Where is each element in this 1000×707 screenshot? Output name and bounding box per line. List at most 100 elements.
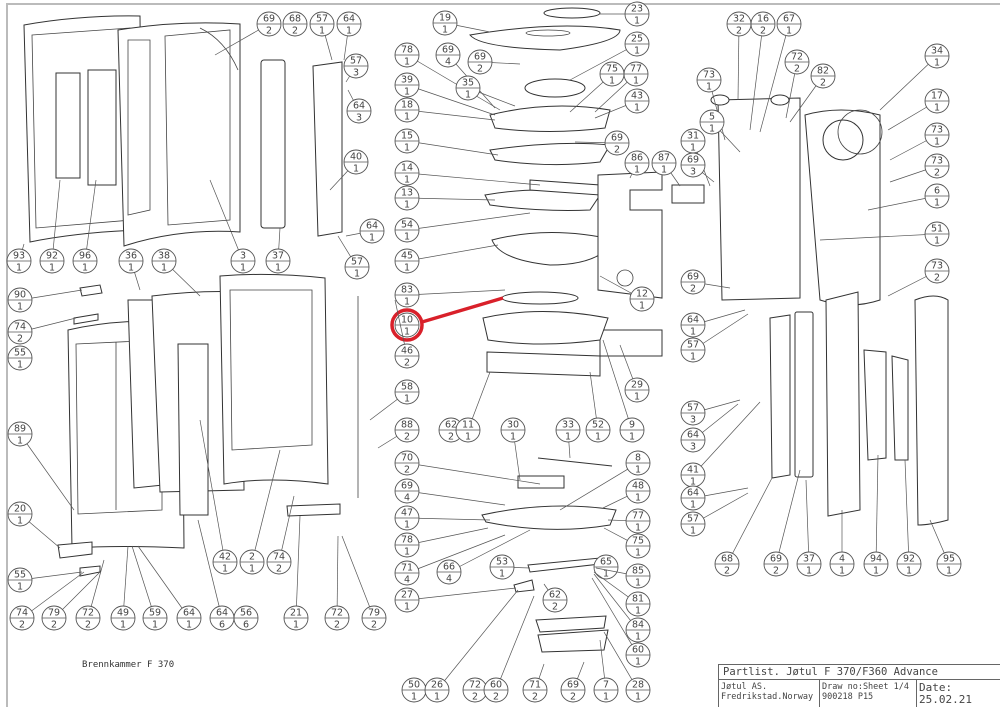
part-callout-65: 651 (593, 554, 619, 580)
ash-tray-11 (486, 351, 601, 377)
part-quantity: 1 (635, 578, 641, 589)
part-callout-17: 171 (924, 88, 950, 114)
part-callout-37: 371 (796, 551, 822, 577)
title-block-title: Partlist. Jøtul F 370/F360 Advance (719, 665, 1000, 680)
part-number: 47 (401, 508, 413, 519)
part-callout-9: 91 (619, 417, 645, 443)
part-callout-73: 732 (924, 153, 950, 179)
top-frame-18 (489, 105, 611, 132)
part-number: 39 (401, 75, 413, 86)
part-quantity: 1 (404, 200, 410, 211)
part-quantity: 1 (706, 82, 712, 93)
part-number: 12 (636, 289, 648, 300)
part-quantity: 1 (404, 232, 410, 243)
part-number: 69 (401, 481, 413, 492)
part-number: 57 (350, 56, 362, 67)
part-callout-15: 151 (394, 128, 420, 154)
part-number: 69 (474, 52, 486, 63)
part-quantity: 1 (635, 465, 641, 476)
part-callout-72: 722 (324, 605, 350, 631)
part-quantity: 1 (369, 233, 375, 244)
part-number: 87 (658, 153, 670, 164)
leader-line (436, 589, 519, 691)
part-callout-78: 781 (394, 532, 420, 558)
part-callout-28: 281 (625, 677, 651, 703)
part-callout-41: 411 (680, 462, 706, 488)
part-number: 57 (351, 257, 363, 268)
part-number: 73 (703, 70, 715, 81)
part-number: 92 (903, 554, 915, 565)
part-quantity: 2 (404, 358, 410, 369)
part-quantity: 2 (724, 566, 730, 577)
part-callout-26: 261 (424, 677, 450, 703)
part-number: 46 (401, 346, 413, 357)
plate-87 (671, 184, 705, 204)
part-number: 64 (687, 430, 699, 441)
part-quantity: 2 (934, 168, 940, 179)
leader-line (406, 587, 517, 601)
part-callout-79: 792 (41, 605, 67, 631)
part-quantity: 1 (595, 432, 601, 443)
part-number: 9 (629, 420, 635, 431)
part-quantity: 1 (690, 143, 696, 154)
part-number: 43 (631, 91, 643, 102)
part-quantity: 2 (493, 692, 499, 703)
leader-line (875, 454, 879, 565)
part-number: 41 (687, 465, 699, 476)
part-number: 64 (343, 14, 355, 25)
part-callout-12: 121 (629, 286, 655, 312)
part-callout-30: 301 (500, 417, 526, 443)
part-callout-45: 451 (394, 248, 420, 274)
part-number: 93 (13, 251, 25, 262)
part-callout-4: 41 (829, 551, 855, 577)
part-callout-55: 551 (7, 567, 33, 593)
back-plate-5 (717, 97, 801, 301)
leader-line (591, 577, 639, 656)
part-quantity: 1 (411, 692, 417, 703)
part-number: 64 (687, 488, 699, 499)
part-callout-87: 871 (651, 150, 677, 176)
baffle-13 (484, 189, 601, 211)
part-number: 7 (603, 680, 609, 691)
part-number: 3 (240, 251, 246, 262)
part-callout-57: 573 (680, 400, 706, 426)
leader-line (406, 289, 506, 296)
part-quantity: 1 (690, 352, 696, 363)
part-callout-75: 751 (625, 533, 651, 559)
drawing-caption: Brennkammer F 370 (82, 660, 175, 670)
part-number: 54 (401, 220, 413, 231)
part-number: 84 (632, 620, 644, 631)
leader-line (197, 519, 223, 619)
part-callout-5: 51 (699, 109, 725, 135)
part-number: 77 (632, 511, 644, 522)
part-number: 62 (445, 420, 457, 431)
part-callout-8: 81 (625, 450, 651, 476)
insert-92b (891, 355, 909, 461)
part-quantity: 1 (275, 263, 281, 274)
part-callout-89: 891 (7, 421, 33, 447)
part-quantity: 1 (17, 360, 23, 371)
part-number: 89 (14, 424, 26, 435)
part-quantity: 2 (404, 432, 410, 443)
part-callout-52: 521 (585, 417, 611, 443)
part-number: 30 (507, 420, 519, 431)
part-number: 73 (931, 261, 943, 272)
part-quantity: 2 (477, 64, 483, 75)
part-number: 68 (721, 554, 733, 565)
part-callout-67: 671 (776, 11, 802, 37)
part-quantity: 1 (635, 632, 641, 643)
leader-line (336, 535, 339, 619)
part-quantity: 2 (690, 284, 696, 295)
back-plate-12 (597, 171, 663, 299)
handle-20 (57, 541, 93, 559)
part-quantity: 6 (243, 620, 249, 631)
part-callout-38: 381 (151, 248, 177, 274)
part-quantity: 1 (934, 103, 940, 114)
part-number: 33 (562, 420, 574, 431)
part-callout-14: 141 (394, 160, 420, 186)
plate-29 (599, 329, 663, 357)
part-quantity: 2 (292, 26, 298, 37)
part-callout-70: 702 (394, 450, 420, 476)
part-number: 62 (549, 590, 561, 601)
part-callout-72: 722 (75, 605, 101, 631)
